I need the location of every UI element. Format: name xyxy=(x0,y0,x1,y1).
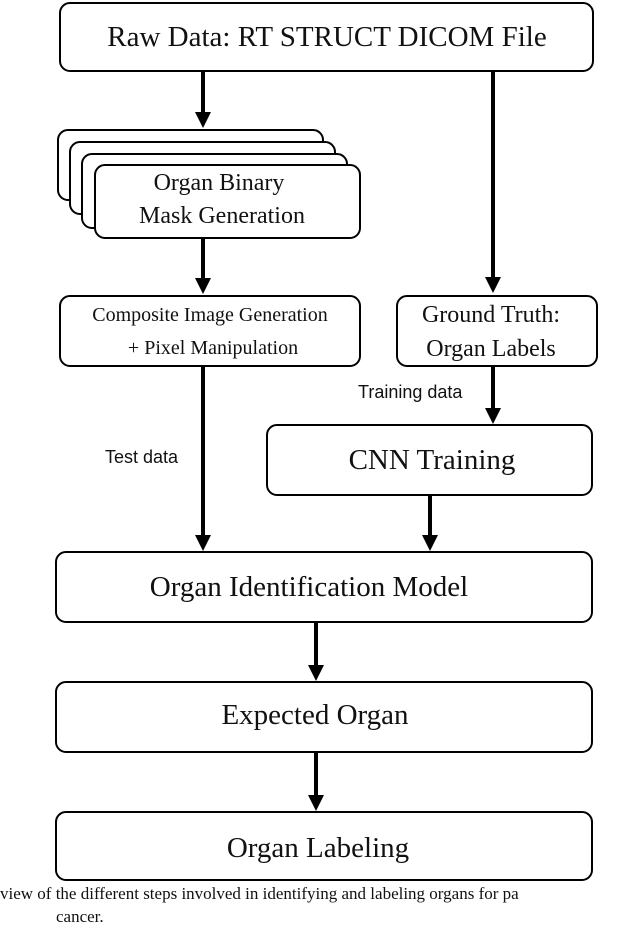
node-mask-label-2: Mask Generation xyxy=(139,203,305,229)
node-composite-label-1: Composite Image Generation xyxy=(92,304,328,326)
node-labeling-label: Organ Labeling xyxy=(227,832,409,864)
node-organ-labeling: Organ Labeling xyxy=(55,811,593,881)
node-ground-truth-label-1: Ground Truth: xyxy=(422,302,560,328)
node-composite-label-2: + Pixel Manipulation xyxy=(128,337,298,359)
node-expected-organ: Expected Organ xyxy=(55,681,593,753)
node-mask-label-1: Organ Binary xyxy=(154,170,285,196)
node-mask-generation-stack: Organ Binary Mask Generation xyxy=(57,129,361,239)
node-composite-image: Composite Image Generation + Pixel Manip… xyxy=(59,295,361,367)
node-ground-truth-label-2: Organ Labels xyxy=(426,336,556,362)
node-cnn-training: CNN Training xyxy=(266,424,593,496)
caption-line-1: view of the different steps involved in … xyxy=(0,884,519,903)
node-model-label: Organ Identification Model xyxy=(150,571,468,603)
node-raw-data-label: Raw Data: RT STRUCT DICOM File xyxy=(107,21,546,53)
caption-line-2: cancer. xyxy=(56,907,104,926)
node-ground-truth: Ground Truth: Organ Labels xyxy=(396,295,598,367)
node-expected-label: Expected Organ xyxy=(221,699,409,731)
edge-label-training-data: Training data xyxy=(358,382,463,402)
node-cnn-label: CNN Training xyxy=(349,444,516,476)
node-raw-data: Raw Data: RT STRUCT DICOM File xyxy=(59,2,594,72)
edge-label-test-data: Test data xyxy=(105,447,179,467)
node-organ-identification-model: Organ Identification Model xyxy=(55,551,593,623)
